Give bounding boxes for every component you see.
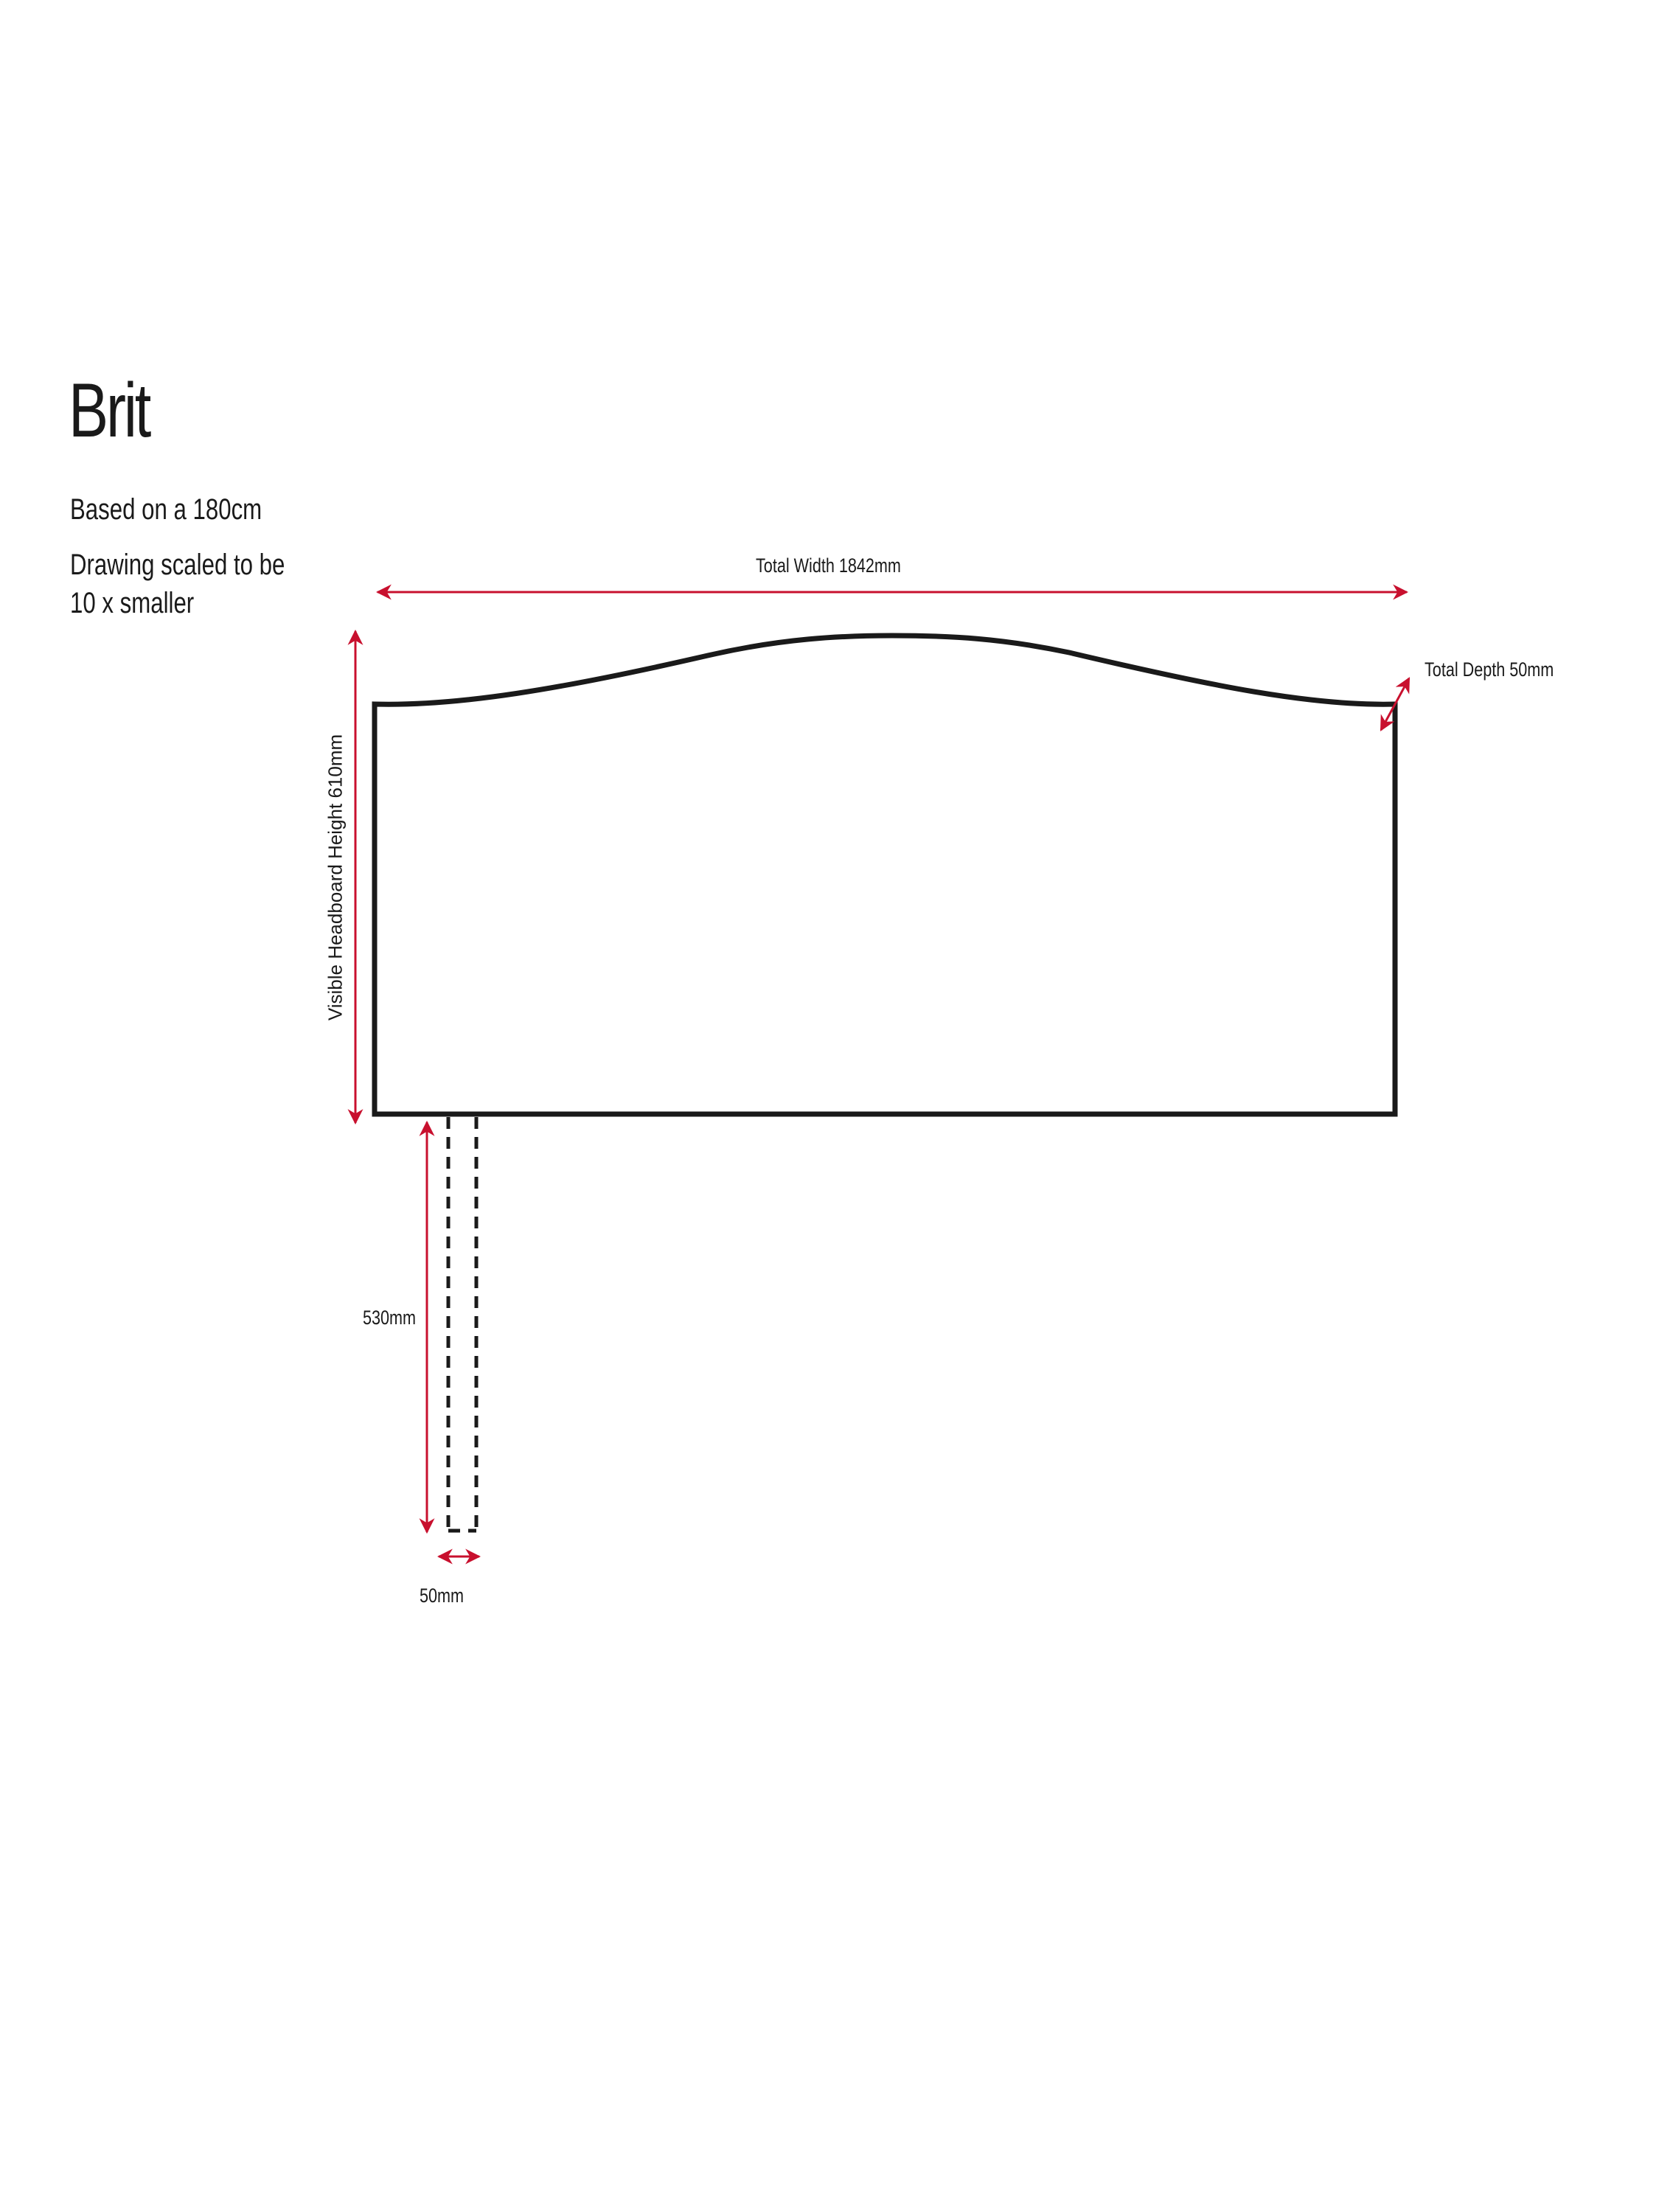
scale-note: Drawing scaled to be 10 x smaller [70, 546, 285, 622]
total-depth-dimension-arrow [1380, 677, 1411, 731]
leg-width-label: 50mm [420, 1585, 465, 1607]
headboard-outline [372, 633, 1398, 1117]
scale-note-line-2: 10 x smaller [70, 587, 195, 619]
product-title: Brit [69, 368, 151, 453]
leg-outline [446, 1117, 479, 1533]
total-depth-label: Total Depth 50mm [1425, 658, 1554, 681]
visible-height-label: Visible Headboard Height 610mm [324, 734, 347, 1021]
size-basis-note: Based on a 180cm [70, 493, 262, 526]
total-width-label: Total Width 1842mm [756, 554, 901, 577]
scale-note-line-1: Drawing scaled to be [70, 549, 285, 581]
leg-height-label: 530mm [363, 1307, 417, 1329]
